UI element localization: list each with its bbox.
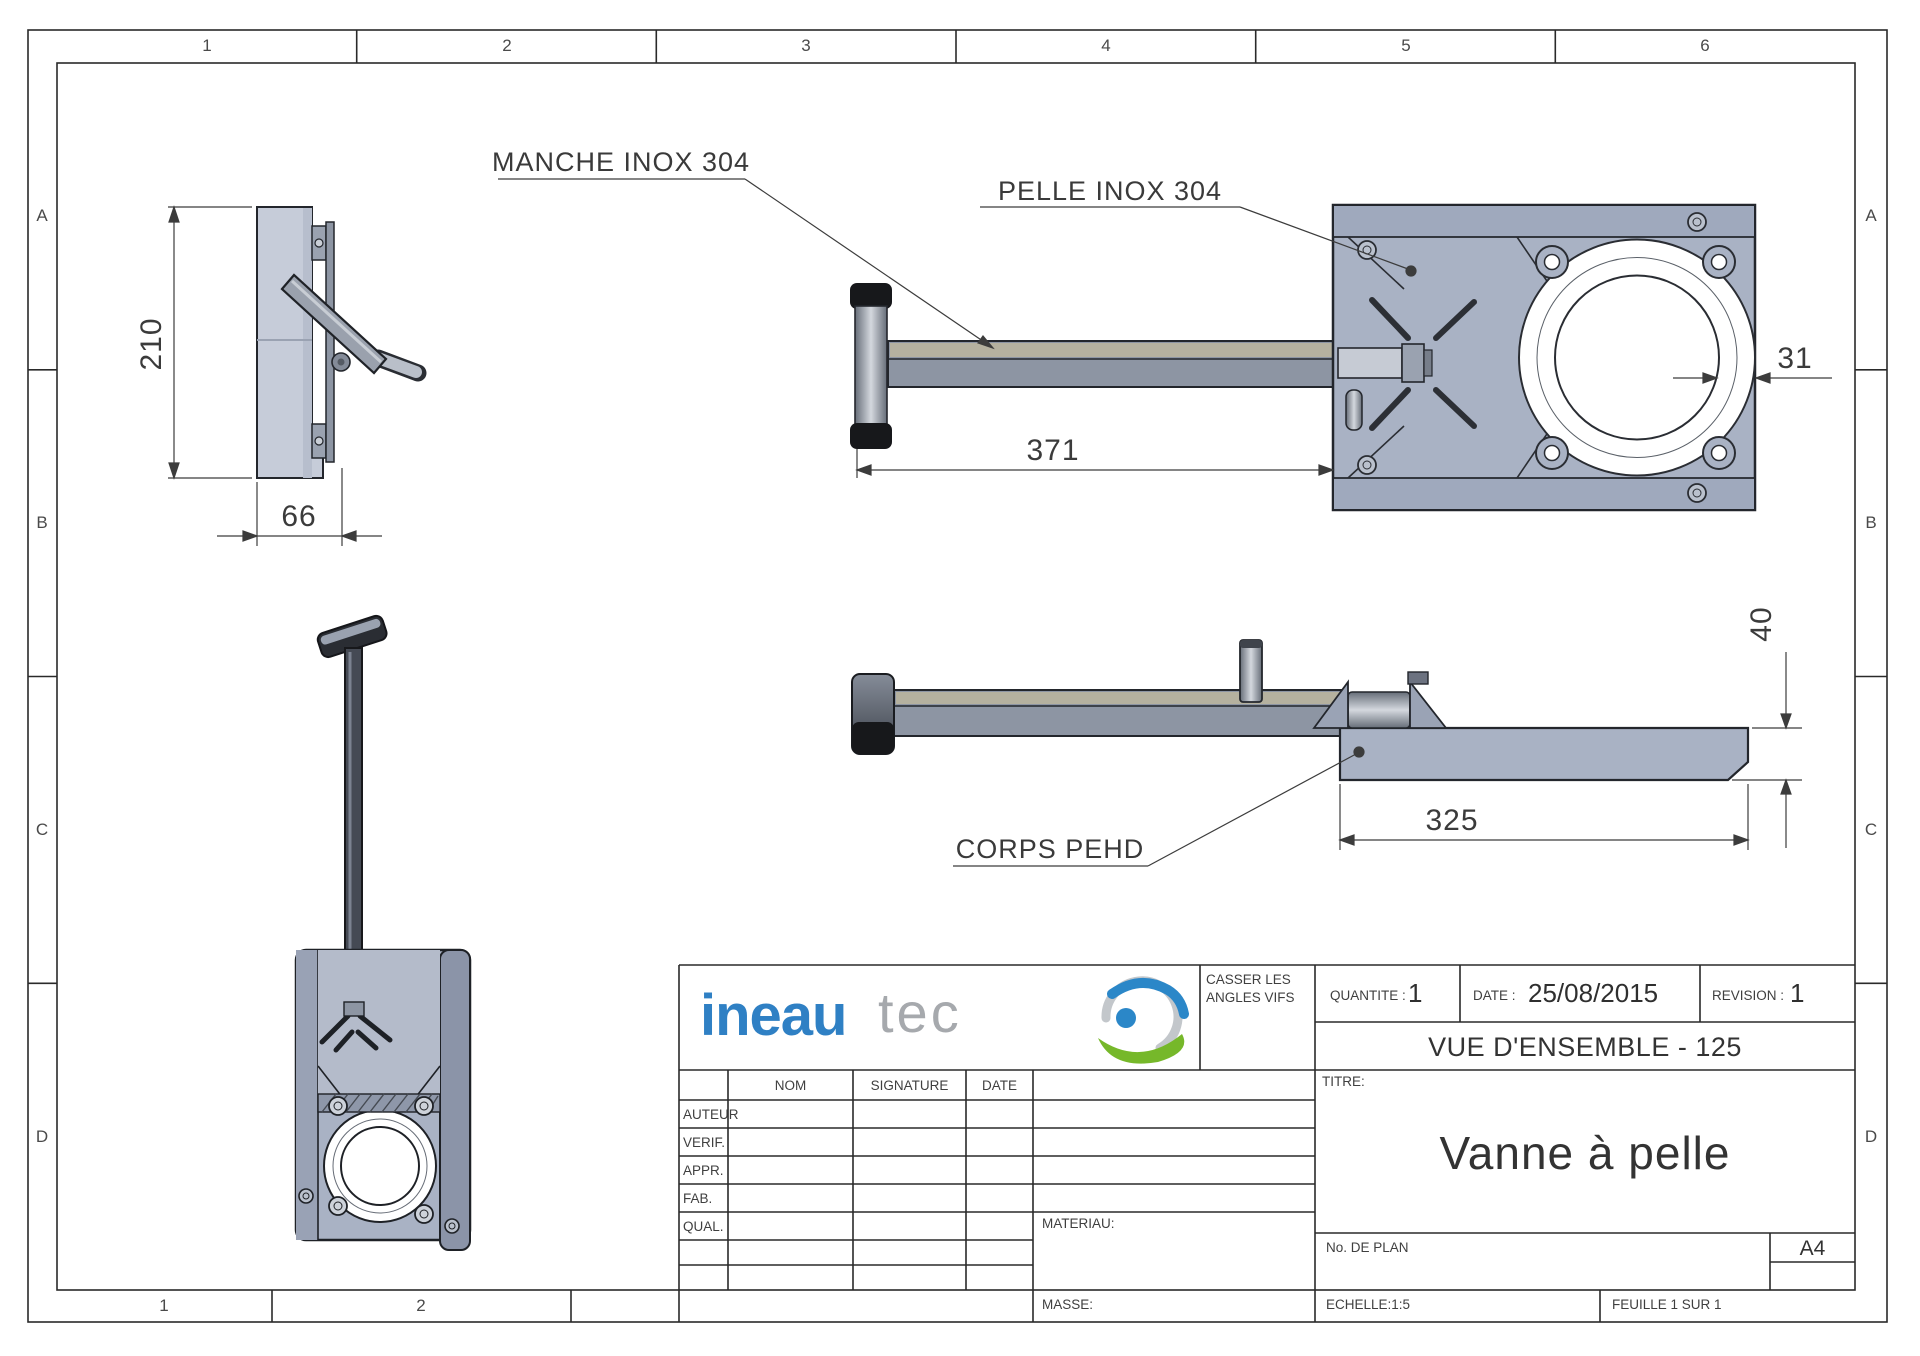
masse-label: MASSE: — [1042, 1297, 1094, 1312]
zone-row-d-left: D — [35, 1127, 49, 1146]
row-label-auteur: AUTEUR — [683, 1107, 739, 1122]
dim-text-371: 371 — [1026, 434, 1080, 467]
col-header-date: DATE — [981, 1078, 1017, 1093]
zone-col-1-top: 1 — [202, 36, 212, 55]
zone-col-4-top: 4 — [1101, 36, 1111, 55]
dim-text-40: 40 — [1745, 606, 1778, 642]
logo-text-primary: ineau — [700, 983, 847, 1048]
view-side — [256, 206, 427, 479]
leader-pelle — [980, 206, 1417, 277]
plan-label: No. DE PLAN — [1326, 1240, 1409, 1255]
zone-row-a-right: A — [1865, 206, 1877, 225]
quantity-value: 1 — [1408, 978, 1423, 1008]
row-label-fab: FAB. — [683, 1191, 713, 1206]
dim-text-210: 210 — [135, 317, 168, 371]
leader-manche — [498, 178, 995, 350]
row-label-appr: APPR. — [683, 1163, 724, 1178]
note-casser-line2: ANGLES VIFS — [1206, 990, 1295, 1005]
dim-66 — [217, 468, 382, 546]
zone-col-2-top: 2 — [502, 36, 512, 55]
zone-row-b-left: B — [36, 513, 48, 532]
col-header-signature: SIGNATURE — [870, 1078, 949, 1093]
titre-value: Vanne à pelle — [1439, 1127, 1731, 1179]
zone-row-d-right: D — [1864, 1127, 1878, 1146]
date-label: DATE : — [1473, 988, 1516, 1003]
zone-col-6-top: 6 — [1700, 36, 1710, 55]
echelle-value: ECHELLE:1:5 — [1326, 1297, 1411, 1312]
label-pelle: PELLE INOX 304 — [997, 176, 1223, 206]
quantity-label: QUANTITE : — [1330, 988, 1406, 1003]
dim-text-325: 325 — [1425, 804, 1479, 837]
revision-value: 1 — [1790, 978, 1805, 1008]
zone-col-1-bottom: 1 — [159, 1296, 169, 1315]
dim-text-31: 31 — [1777, 342, 1813, 375]
feuille-value: FEUILLE 1 SUR 1 — [1612, 1297, 1722, 1312]
dim-371 — [855, 449, 1335, 478]
zone-row-a-left: A — [36, 206, 48, 225]
zone-row-b-right: B — [1865, 513, 1877, 532]
dim-210 — [168, 205, 252, 480]
label-manche: MANCHE INOX 304 — [491, 147, 751, 177]
title-block-grid — [678, 964, 1855, 1322]
dim-text-66: 66 — [281, 500, 317, 533]
dim-31 — [1673, 372, 1832, 384]
titre-label: TITRE: — [1322, 1074, 1365, 1089]
row-label-verif: VERIF. — [683, 1135, 726, 1150]
logo-swirl-icon — [1098, 976, 1189, 1064]
dim-325 — [1338, 784, 1750, 850]
view-elevation — [851, 639, 1750, 782]
zone-col-5-top: 5 — [1401, 36, 1411, 55]
date-value: 25/08/2015 — [1528, 978, 1659, 1008]
view-plan — [850, 203, 1757, 512]
leader-corps — [953, 746, 1365, 867]
zone-row-c-left: C — [35, 820, 49, 839]
note-casser-line1: CASSER LES — [1206, 972, 1291, 987]
materiau-label: MATERIAU: — [1042, 1216, 1115, 1231]
format-value: A4 — [1799, 1237, 1826, 1260]
sheet-frame — [27, 29, 1888, 1323]
logo-text-secondary: tec — [878, 981, 962, 1044]
screw-icon — [1357, 212, 1707, 503]
view-front — [294, 614, 472, 1251]
label-corps: CORPS PEHD — [955, 834, 1145, 864]
revision-label: REVISION : — [1712, 988, 1785, 1003]
row-label-qual: QUAL. — [683, 1219, 724, 1234]
dim-40 — [1732, 652, 1802, 848]
zone-col-2-bottom: 2 — [416, 1296, 426, 1315]
zone-col-3-top: 3 — [801, 36, 811, 55]
assembly-title: VUE D'ENSEMBLE - 125 — [1428, 1032, 1742, 1062]
col-header-nom: NOM — [774, 1078, 807, 1093]
zone-row-c-right: C — [1864, 820, 1878, 839]
